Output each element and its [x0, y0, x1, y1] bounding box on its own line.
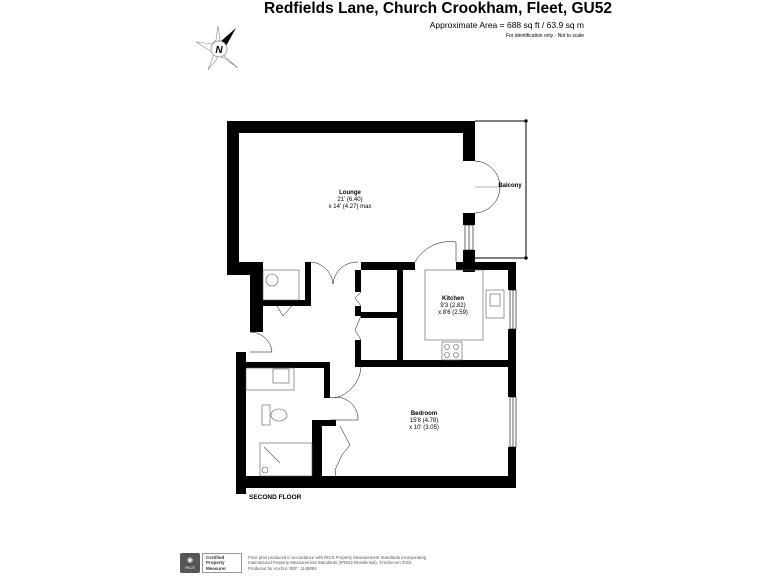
rics-logo: ◉ RICS — [180, 553, 200, 573]
fixtures — [245, 269, 505, 477]
room-lounge-name: Lounge — [339, 190, 361, 196]
property-address-title: Redfields Lane, Church Crookham, Fleet, … — [264, 0, 612, 17]
north-compass-icon: N — [195, 25, 239, 71]
room-bedroom-name: Bedroom — [410, 411, 438, 417]
rics-globe-icon: ◉ — [186, 556, 194, 564]
balcony-outline — [475, 119, 528, 260]
room-kitchen: Kitchen 9'3 (2.82) x 8'6 (2.59) — [438, 296, 468, 317]
room-bedroom-dim1: 15'8 (4.78) — [409, 418, 439, 424]
identification-note: For identification only - Not to scale — [505, 33, 584, 39]
compass-north-label: N — [215, 45, 223, 56]
room-lounge: Lounge 21' (6.40) x 14' (4.27) max — [329, 190, 372, 211]
windows — [464, 224, 517, 448]
cert-line-1: Certified — [206, 554, 225, 560]
room-kitchen-name: Kitchen — [441, 296, 465, 302]
room-bedroom: Bedroom 15'8 (4.78) x 10' (3.05) — [409, 411, 439, 432]
room-kitchen-dim2: x 8'6 (2.59) — [438, 310, 468, 316]
disclaimer-line-3: Produced for Anchor. REF: 1149084 — [248, 565, 317, 571]
cert-line-2: Property — [206, 560, 225, 566]
cert-line-3: Measurer — [206, 565, 227, 571]
room-balcony: Balcony — [498, 183, 521, 190]
room-bedroom-dim2: x 10' (3.05) — [409, 425, 439, 431]
disclaimer-line-1: Floor plan produced in accordance with R… — [248, 554, 427, 560]
walls — [227, 121, 516, 494]
certified-property-measurer-badge: Certified Property Measurer — [202, 553, 242, 573]
rics-logo-text: RICS — [185, 564, 195, 570]
footer-disclaimer: Floor plan produced in accordance with R… — [248, 555, 426, 572]
room-balcony-name: Balcony — [498, 183, 522, 189]
door-swings — [249, 160, 501, 477]
approximate-area: Approximate Area = 688 sq ft / 63.9 sq m — [429, 20, 584, 30]
footer: ◉ RICS Certified Property Measurer Floor… — [180, 552, 426, 574]
room-kitchen-dim1: 9'3 (2.82) — [440, 303, 466, 309]
room-lounge-dim1: 21' (6.40) — [337, 197, 363, 203]
disclaimer-line-2: International Property Measurement Stand… — [248, 560, 413, 566]
room-lounge-dim2: x 14' (4.27) max — [328, 204, 372, 210]
floor-label: SECOND FLOOR — [249, 494, 302, 501]
